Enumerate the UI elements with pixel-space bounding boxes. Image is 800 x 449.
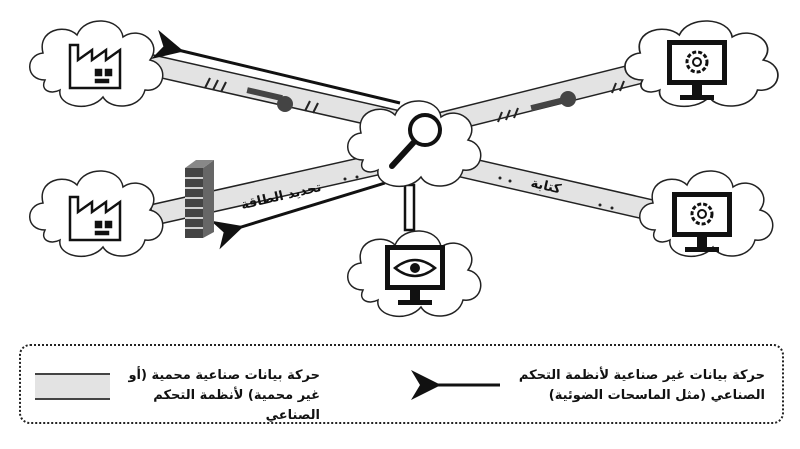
factory-icon (68, 195, 122, 242)
legend-protected-flow: حركة بيانات صناعية محمية (أو غير محمية) … (128, 368, 320, 423)
arrow-to-bottom-factory (210, 181, 386, 250)
arrow-to-top-factory (151, 29, 401, 105)
key-icon (246, 87, 293, 112)
magnifier-icon (389, 113, 442, 169)
encryption-marks (204, 77, 625, 123)
dots (343, 175, 614, 210)
monitor-eye-icon (385, 245, 445, 305)
link-to-scanner (403, 183, 416, 232)
cloud-top-left (28, 20, 164, 108)
key-icon (530, 91, 576, 112)
legend-non-industrial-flow: حركة بيانات غير صناعية لأنظمة التحكم الص… (518, 368, 765, 403)
monitor-gear-icon (672, 192, 732, 252)
monitor-gear-icon (667, 40, 727, 100)
factory-icon (68, 43, 122, 90)
data-flow-bands (134, 51, 676, 226)
cloud-bottom-left (28, 170, 164, 258)
label-write: كتابة (529, 176, 563, 198)
firewall-icon (185, 160, 214, 238)
legend-band-swatch (35, 373, 110, 400)
